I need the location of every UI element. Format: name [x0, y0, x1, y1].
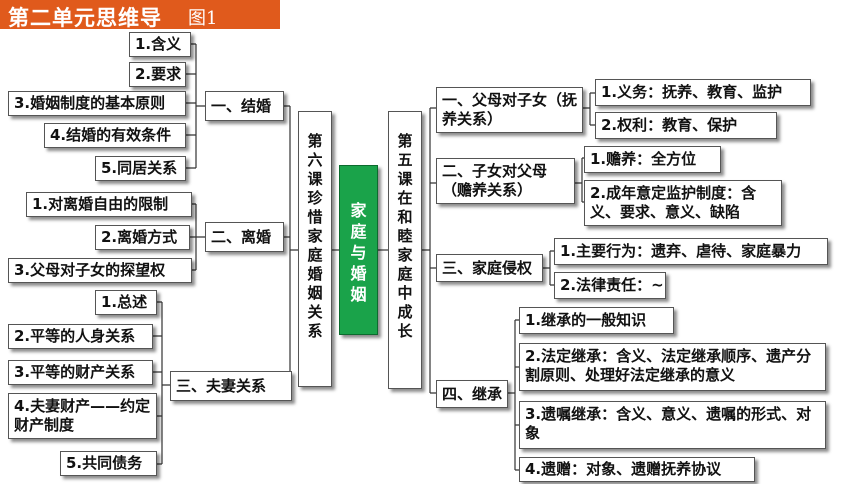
- children-item-2[interactable]: 2.成年意定监护制度：含义、要求、意义、缺陷: [584, 180, 782, 226]
- marriage-item-4-label: 4.结婚的有效条件: [50, 126, 172, 144]
- divorce-item-1[interactable]: 1.对离婚自由的限制: [26, 192, 192, 217]
- marriage-item-2[interactable]: 2.要求: [129, 62, 186, 87]
- title-banner: 第二单元思维导 图1: [0, 0, 280, 30]
- divorce-item-3[interactable]: 3.父母对子女的探望权: [8, 258, 192, 283]
- branch-divorce-label: 二、离婚: [211, 228, 272, 246]
- branch-marriage[interactable]: 一、结婚: [205, 91, 284, 121]
- infringe-item-2[interactable]: 2.法律责任：~: [554, 272, 666, 299]
- link-children-items: [575, 157, 584, 203]
- spouse-item-2-label: 2.平等的人身关系: [14, 327, 136, 345]
- center-node-label: 家庭与婚姻: [350, 201, 367, 304]
- marriage-item-5[interactable]: 5.同居关系: [95, 156, 186, 181]
- inherit-item-2[interactable]: 2.法定继承：含义、法定继承顺序、遗产分割原则、处理好法定继承的意义: [519, 343, 826, 391]
- lesson5-node[interactable]: 第五课在和睦家庭中成长: [388, 111, 422, 389]
- inherit-item-3[interactable]: 3.遗嘱继承：含义、意义、遗嘱的形式、对象: [519, 401, 826, 449]
- divorce-item-2-label: 2.离婚方式: [101, 228, 178, 246]
- branch-infringe[interactable]: 三、家庭侵权: [436, 254, 543, 282]
- children-item-1-label: 1.赡养：全方位: [590, 150, 697, 168]
- inherit-item-3-label: 3.遗嘱继承：含义、意义、遗嘱的形式、对象: [525, 405, 812, 442]
- infringe-item-2-label: 2.法律责任：~: [560, 276, 664, 294]
- inherit-item-2-label: 2.法定继承：含义、法定继承顺序、遗产分割原则、处理好法定继承的意义: [525, 347, 812, 384]
- infringe-item-1-label: 1.主要行为：遗弃、虐待、家庭暴力: [560, 242, 802, 260]
- branch-infringe-label: 三、家庭侵权: [442, 259, 533, 277]
- marriage-item-5-label: 5.同居关系: [101, 159, 178, 177]
- branch-children[interactable]: 二、子女对父母（赡养关系）: [436, 158, 575, 204]
- link-inherit-items: [508, 319, 519, 471]
- inherit-item-4[interactable]: 4.遗赠：对象、遗赠抚养协议: [519, 457, 755, 482]
- marriage-item-1-label: 1.含义: [135, 35, 182, 53]
- branch-inherit-label: 四、继承: [442, 385, 503, 403]
- lesson5-label: 第五课在和睦家庭中成长: [397, 132, 413, 340]
- branch-spouse-label: 三、夫妻关系: [176, 377, 267, 395]
- spouse-item-3[interactable]: 3.平等的财产关系: [8, 360, 153, 385]
- spouse-item-4[interactable]: 4.夫妻财产——约定财产制度: [8, 393, 157, 439]
- parents-item-1-label: 1.义务：抚养、教育、监护: [601, 83, 783, 101]
- spouse-item-5[interactable]: 5.共同债务: [60, 451, 157, 476]
- branch-marriage-label: 一、结婚: [211, 97, 272, 115]
- spouse-item-5-label: 5.共同债务: [66, 454, 143, 472]
- children-item-2-label: 2.成年意定监护制度：含义、要求、意义、缺陷: [590, 184, 757, 221]
- marriage-item-3-label: 3.婚姻制度的基本原则: [14, 94, 166, 112]
- lesson6-label: 第六课珍惜家庭婚姻关系: [307, 132, 323, 340]
- marriage-item-4[interactable]: 4.结婚的有效条件: [44, 123, 186, 148]
- parents-item-2[interactable]: 2.权利：教育、保护: [595, 112, 777, 139]
- spouse-item-1[interactable]: 1.总述: [95, 290, 157, 315]
- children-item-1[interactable]: 1.赡养：全方位: [584, 146, 721, 173]
- branch-parents-label: 一、父母对子女（抚养关系）: [442, 91, 578, 128]
- spouse-item-3-label: 3.平等的财产关系: [14, 363, 136, 381]
- page-title-suffix: 图1: [188, 8, 218, 29]
- link-lesson5-branches: [422, 107, 436, 394]
- inherit-item-1-label: 1.继承的一般知识: [525, 311, 647, 329]
- marriage-item-1[interactable]: 1.含义: [129, 32, 191, 57]
- marriage-item-2-label: 2.要求: [135, 65, 182, 83]
- branch-children-label: 二、子女对父母（赡养关系）: [442, 162, 548, 199]
- inherit-item-1[interactable]: 1.继承的一般知识: [519, 307, 674, 334]
- spouse-item-2[interactable]: 2.平等的人身关系: [8, 324, 153, 349]
- branch-parents[interactable]: 一、父母对子女（抚养关系）: [436, 87, 583, 133]
- inherit-item-4-label: 4.遗赠：对象、遗赠抚养协议: [525, 460, 722, 478]
- link-spouse-items: [153, 301, 170, 465]
- branch-inherit[interactable]: 四、继承: [436, 380, 508, 408]
- page-title: 第二单元思维导: [8, 6, 162, 30]
- link-divorce-items: [190, 203, 205, 271]
- branch-divorce[interactable]: 二、离婚: [205, 222, 284, 252]
- parents-item-2-label: 2.权利：教育、保护: [601, 116, 738, 134]
- divorce-item-1-label: 1.对离婚自由的限制: [32, 195, 169, 213]
- divorce-item-3-label: 3.父母对子女的探望权: [14, 261, 166, 279]
- link-parents-items: [583, 92, 595, 126]
- link-marriage-items: [186, 43, 205, 169]
- parents-item-1[interactable]: 1.义务：抚养、教育、监护: [595, 79, 811, 106]
- infringe-item-1[interactable]: 1.主要行为：遗弃、虐待、家庭暴力: [554, 238, 828, 265]
- link-infringe-items: [543, 250, 554, 286]
- marriage-item-3[interactable]: 3.婚姻制度的基本原则: [8, 91, 186, 116]
- lesson6-node[interactable]: 第六课珍惜家庭婚姻关系: [298, 111, 332, 387]
- spouse-item-4-label: 4.夫妻财产——约定财产制度: [14, 397, 151, 434]
- link-lesson6-branches: [284, 105, 298, 386]
- spouse-item-1-label: 1.总述: [101, 293, 148, 311]
- divorce-item-2[interactable]: 2.离婚方式: [95, 225, 190, 250]
- branch-spouse[interactable]: 三、夫妻关系: [170, 371, 292, 401]
- center-node[interactable]: 家庭与婚姻: [339, 165, 378, 335]
